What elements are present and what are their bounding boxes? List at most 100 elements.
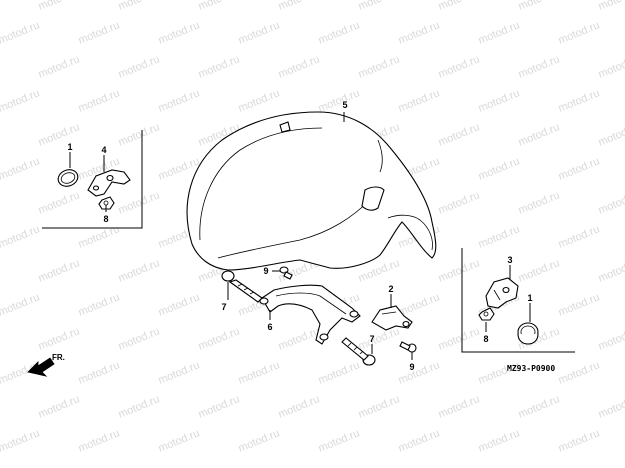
- watermark-text: motod.ru: [477, 155, 522, 182]
- watermark-text: motod.ru: [117, 325, 162, 352]
- front-fender: [186, 111, 437, 271]
- watermark-text: motod.ru: [477, 223, 522, 250]
- watermark-text: motod.ru: [437, 325, 482, 352]
- reflector-bracket-3: [485, 277, 519, 309]
- watermark-text: motod.ru: [37, 0, 82, 13]
- watermark-text: motod.ru: [557, 427, 602, 454]
- front-direction-arrow: [27, 357, 55, 377]
- watermark-text: motod.ru: [237, 427, 282, 454]
- screw-9-upper: [279, 266, 293, 280]
- screw-9-lower: [399, 341, 417, 353]
- callout-5: 5: [342, 100, 347, 110]
- watermark-text: motod.ru: [357, 0, 402, 13]
- watermark-text: motod.ru: [517, 189, 562, 216]
- watermark-text: motod.ru: [0, 325, 1, 352]
- watermark-text: motod.ru: [357, 53, 402, 80]
- watermark-text: motod.ru: [157, 87, 202, 114]
- callout-4: 4: [101, 145, 106, 155]
- watermark-text: motod.ru: [237, 87, 282, 114]
- watermark-text: motod.ru: [157, 427, 202, 454]
- watermark-text: motod.ru: [117, 0, 162, 13]
- watermark-text: motod.ru: [397, 87, 442, 114]
- watermark-text: motod.ru: [0, 189, 1, 216]
- watermark-text: motod.ru: [117, 393, 162, 420]
- callout-9-upper: 9: [263, 266, 268, 276]
- watermark-text: motod.ru: [517, 0, 562, 13]
- diagram-code: MZ93-P0900: [507, 364, 555, 373]
- callout-3: 3: [507, 255, 512, 265]
- left-inset-frame: [42, 130, 143, 229]
- watermark-text: motod.ru: [37, 53, 82, 80]
- watermark-text: motod.ru: [597, 393, 625, 420]
- leader-lines: [69, 112, 531, 360]
- watermark-text: motod.ru: [517, 53, 562, 80]
- watermark-text: motod.ru: [317, 427, 362, 454]
- watermark-text: motod.ru: [397, 19, 442, 46]
- watermark-text: motod.ru: [157, 291, 202, 318]
- watermark-text: motod.ru: [437, 257, 482, 284]
- watermark-text: motod.ru: [37, 325, 82, 352]
- watermark-text: motod.ru: [557, 223, 602, 250]
- watermark-text: motod.ru: [437, 121, 482, 148]
- watermark-text: motod.ru: [77, 359, 122, 386]
- watermark-text: motod.ru: [277, 0, 322, 13]
- watermark-text: motod.ru: [0, 53, 1, 80]
- watermark-text: motod.ru: [197, 0, 242, 13]
- watermark-text: motod.ru: [517, 121, 562, 148]
- watermark-text: motod.ru: [0, 155, 41, 182]
- watermark-text: motod.ru: [597, 257, 625, 284]
- watermark-text: motod.ru: [77, 291, 122, 318]
- watermark-text: motod.ru: [517, 257, 562, 284]
- callout-1-left: 1: [67, 142, 72, 152]
- watermark-text: motod.ru: [437, 393, 482, 420]
- watermark-text: motod.ru: [277, 53, 322, 80]
- callout-8-left: 8: [103, 214, 108, 224]
- watermark-text: motod.ru: [0, 393, 1, 420]
- reflector-1-right: [517, 322, 539, 345]
- watermark-text: motod.ru: [557, 19, 602, 46]
- watermark-text: motod.ru: [0, 223, 41, 250]
- watermark-text: motod.ru: [477, 87, 522, 114]
- right-inset-frame: [461, 248, 575, 353]
- watermark-text: motod.ru: [477, 19, 522, 46]
- watermark-text: motod.ru: [197, 325, 242, 352]
- nut-8-left: [98, 196, 115, 210]
- watermark-text: motod.ru: [557, 87, 602, 114]
- watermark-text: motod.ru: [197, 53, 242, 80]
- watermark-text: motod.ru: [237, 359, 282, 386]
- watermark-text: motod.ru: [597, 0, 625, 13]
- watermark-text: motod.ru: [0, 19, 41, 46]
- callout-7-upper: 7: [221, 302, 226, 312]
- watermark-text: motod.ru: [237, 19, 282, 46]
- watermark-text: motod.ru: [317, 359, 362, 386]
- watermark-text: motod.ru: [77, 19, 122, 46]
- watermark-text: motod.ru: [277, 325, 322, 352]
- small-bracket-2: [371, 305, 413, 331]
- callout-8-right: 8: [483, 334, 488, 344]
- fender-stay-bracket: [259, 284, 361, 345]
- callout-6: 6: [267, 322, 272, 332]
- watermark-text: motod.ru: [0, 121, 1, 148]
- watermark-text: motod.ru: [77, 87, 122, 114]
- watermark-text: motod.ru: [397, 359, 442, 386]
- watermark-text: motod.ru: [0, 427, 41, 454]
- watermark-text: motod.ru: [117, 121, 162, 148]
- watermark-text: motod.ru: [357, 393, 402, 420]
- watermark-text: motod.ru: [0, 87, 41, 114]
- watermark-text: motod.ru: [557, 155, 602, 182]
- watermark-text: motod.ru: [597, 121, 625, 148]
- reflector-1-left: [57, 169, 79, 187]
- watermark-text: motod.ru: [517, 393, 562, 420]
- nut-8-right: [478, 307, 495, 321]
- watermark-text: motod.ru: [437, 0, 482, 13]
- watermark-text: motod.ru: [77, 223, 122, 250]
- watermark-text: motod.ru: [597, 189, 625, 216]
- watermark-text: motod.ru: [37, 189, 82, 216]
- watermark-text: motod.ru: [0, 291, 41, 318]
- watermark-text: motod.ru: [0, 0, 1, 13]
- callout-9-lower: 9: [409, 362, 414, 372]
- watermark-text: motod.ru: [597, 53, 625, 80]
- watermark-text: motod.ru: [277, 393, 322, 420]
